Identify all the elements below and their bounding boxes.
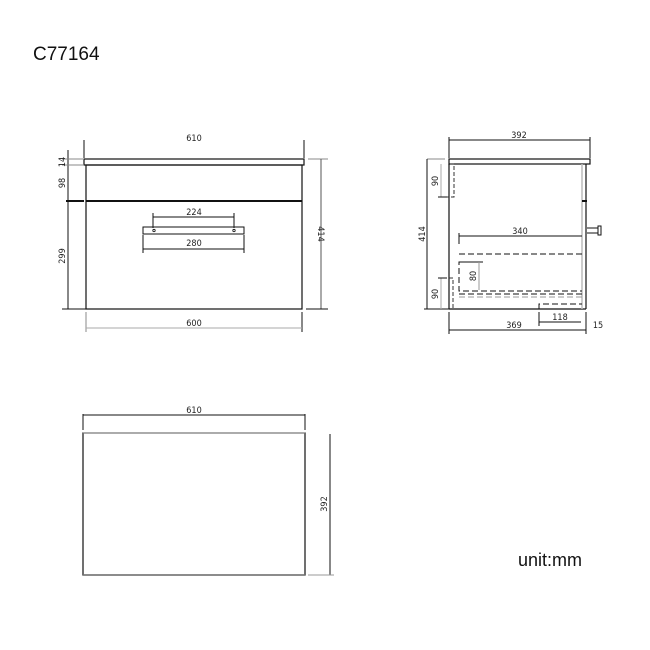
dim-top-width: 610 [186, 406, 201, 416]
dim-bottom-cutout: 118 [552, 313, 567, 323]
dim-front-overall-width: 610 [186, 134, 201, 144]
front-view: 610 224 280 600 14 98 299 414 [58, 134, 328, 332]
dim-side-overall-depth: 392 [511, 131, 526, 141]
dim-side-overall-height: 414 [418, 226, 428, 241]
dim-drawer-upper: 98 [58, 178, 68, 188]
unit-label: unit:mm [518, 550, 583, 570]
side-view: 392 340 80 414 90 90 369 118 15 [418, 131, 603, 334]
dim-handle-length: 280 [186, 239, 201, 249]
top-view-outline [82, 432, 306, 576]
side-countertop [448, 158, 591, 165]
model-code: C77164 [33, 44, 100, 65]
dim-upper-recess: 90 [431, 176, 441, 186]
top-view: 610 392 [82, 406, 334, 576]
dim-front-thickness: 15 [593, 321, 603, 331]
front-cabinet-body [85, 164, 303, 310]
dim-drawer-lower: 299 [58, 248, 68, 263]
dim-lower-recess: 90 [431, 289, 441, 299]
side-handle [597, 225, 602, 236]
dim-body-depth: 369 [506, 321, 521, 331]
dim-drawer-depth: 340 [512, 227, 527, 237]
dim-drawer-height: 80 [469, 271, 479, 281]
dim-top-depth: 392 [320, 496, 330, 511]
front-countertop [83, 158, 305, 166]
dim-top-thickness: 14 [58, 157, 68, 167]
dim-handle-hole-spacing: 224 [186, 208, 201, 218]
drawer-handle [142, 226, 245, 235]
dim-front-overall-height: 414 [315, 226, 325, 241]
dim-front-body-width: 600 [186, 319, 201, 329]
